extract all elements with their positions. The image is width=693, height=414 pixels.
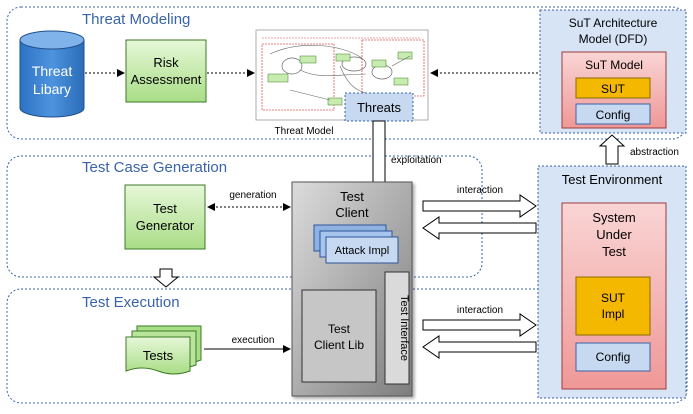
- interaction-arrow-top-right: [422, 194, 537, 218]
- sut-architecture-model: SuT Architecture Model (DFD) SuT Model S…: [539, 9, 687, 134]
- sut-impl-box: [575, 276, 651, 336]
- test-environment: Test Environment System Under Test SUT I…: [537, 165, 687, 399]
- risk-assessment-label-2: Assessment: [131, 72, 202, 87]
- test-client-lib-label-1: Test: [328, 322, 351, 336]
- test-generator: Test Generator: [124, 184, 206, 250]
- risk-assessment: Risk Assessment: [125, 39, 207, 103]
- section-title-test-case-generation: Test Case Generation: [82, 159, 227, 176]
- threat-library: Threat Libary: [19, 30, 85, 118]
- interaction-label-top: interaction: [457, 185, 503, 196]
- tests-stack: Tests: [125, 325, 202, 375]
- sut-architecture-title-2: Model (DFD): [579, 32, 648, 46]
- test-client-title-1: Test: [340, 189, 364, 204]
- section-title-threat-modeling: Threat Modeling: [82, 11, 190, 28]
- sut-impl-label-1: SUT: [601, 291, 626, 305]
- interaction-arrow-bottom-right: [422, 313, 537, 337]
- section-title-test-execution: Test Execution: [82, 294, 180, 311]
- test-generator-label-2: Generator: [136, 218, 195, 233]
- threat-library-label-2: Libary: [33, 81, 71, 97]
- threat-library-label-1: Threat: [32, 63, 73, 79]
- attack-impl-box: [325, 236, 399, 264]
- execution-label: execution: [232, 335, 275, 346]
- system-under-test-label-2: Under: [596, 227, 632, 242]
- test-client-lib-label-2: Client Lib: [314, 338, 364, 352]
- interaction-label-bottom: interaction: [457, 305, 503, 316]
- test-client: Test Client Attack Impl Test Client Lib …: [291, 181, 413, 397]
- threat-model-thumbnail: [255, 29, 429, 121]
- abstraction-label: abstraction: [630, 147, 679, 158]
- exploitation-label: exploitation: [391, 155, 442, 166]
- tests-label: Tests: [143, 348, 174, 363]
- risk-assessment-label-1: Risk: [153, 55, 179, 70]
- system-under-test-label-1: System: [592, 210, 635, 225]
- attack-impl-label: Attack Impl: [335, 245, 389, 257]
- generation-to-execution-arrow: [152, 268, 180, 288]
- test-client-title-2: Client: [335, 205, 369, 220]
- test-client-lib: [301, 289, 377, 383]
- environment-config-label: Config: [596, 350, 631, 364]
- interaction-arrow-bottom-left: [422, 335, 537, 359]
- generation-label: generation: [229, 190, 276, 201]
- system-under-test-label-3: Test: [602, 244, 626, 259]
- test-interface: [384, 271, 410, 385]
- environment-config-box: [575, 342, 651, 372]
- test-environment-title: Test Environment: [562, 172, 663, 187]
- threats-box: Threats: [344, 92, 414, 122]
- sut-model-sut-label: SUT: [601, 82, 626, 96]
- threat-model-caption: Threat Model: [275, 126, 334, 137]
- sut-model-label: SuT Model: [585, 58, 643, 72]
- sut-model-config-label: Config: [596, 108, 631, 122]
- sut-architecture-title-1: SuT Architecture: [569, 16, 658, 30]
- test-interface-label: Test Interface: [398, 295, 410, 361]
- threats-label: Threats: [357, 100, 402, 115]
- sut-impl-label-2: Impl: [602, 307, 625, 321]
- interaction-arrow-top-left: [422, 216, 537, 240]
- abstraction-arrow: [598, 134, 626, 165]
- test-generator-label-1: Test: [153, 201, 177, 216]
